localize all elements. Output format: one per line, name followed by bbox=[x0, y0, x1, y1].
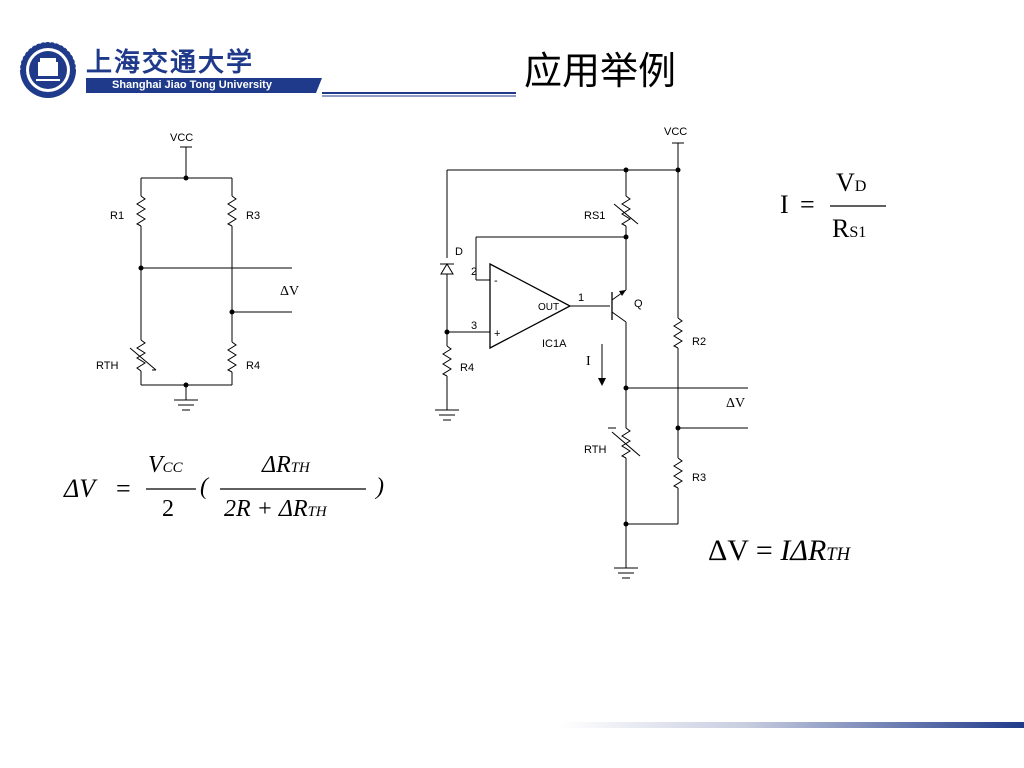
header-graphics bbox=[19, 41, 516, 98]
formula-bridge-lhs: ΔV bbox=[64, 474, 96, 503]
label-vcc2: VCC bbox=[664, 126, 688, 138]
formula-bridge-den2: 2R + ΔRTH bbox=[224, 496, 327, 522]
label-r3: R3 bbox=[246, 210, 261, 222]
formula-result: ΔV = IΔRTH bbox=[708, 534, 851, 567]
resistor-r4b-icon bbox=[441, 345, 452, 377]
university-name-cn: 上海交通大学 bbox=[86, 48, 255, 77]
label-rs1: RS1 bbox=[584, 210, 606, 222]
formula-bridge-eq: = bbox=[116, 474, 131, 503]
label-q: Q bbox=[634, 298, 643, 310]
label-out: OUT bbox=[538, 302, 560, 313]
current-source-circuit bbox=[435, 142, 748, 579]
formula-current-num: VD bbox=[836, 168, 867, 197]
resistor-rs1-icon bbox=[620, 195, 631, 227]
formula-current-lhs: I bbox=[780, 190, 789, 219]
label-delta-v: ΔV bbox=[280, 284, 300, 299]
label-pin1: 1 bbox=[578, 292, 585, 304]
thermistor-rth-icon bbox=[136, 339, 146, 372]
label-r1: R1 bbox=[110, 210, 125, 222]
footer-accent-line bbox=[560, 722, 1024, 728]
label-d: D bbox=[455, 246, 463, 258]
transistor-q-icon bbox=[611, 289, 627, 323]
label-pin2: 2 bbox=[471, 266, 478, 278]
ground3-icon bbox=[435, 409, 459, 421]
formula-bridge-close: ) bbox=[376, 474, 384, 500]
diode-d-icon bbox=[440, 263, 454, 275]
formula-bridge-num2: ΔRTH bbox=[262, 452, 310, 478]
header bbox=[0, 0, 1024, 110]
resistor-r2-icon bbox=[672, 317, 683, 349]
ground2-icon bbox=[614, 567, 638, 579]
bridge-circuit bbox=[129, 146, 292, 411]
university-seal-icon bbox=[19, 41, 77, 98]
formula-current-den: RS1 bbox=[832, 214, 867, 243]
formula-bridge-den: 2 bbox=[162, 496, 174, 522]
formula-bridge-open: ( bbox=[200, 474, 208, 500]
label-pin3: 3 bbox=[471, 320, 478, 332]
label-r4b: R4 bbox=[460, 362, 475, 374]
university-name-en: Shanghai Jiao Tong University bbox=[112, 79, 272, 91]
ground-icon bbox=[174, 399, 198, 411]
slide-title: 应用举例 bbox=[524, 49, 677, 93]
thermistor-rth2-icon bbox=[620, 427, 631, 459]
label-plus: + bbox=[494, 328, 501, 340]
label-minus: - bbox=[494, 275, 498, 287]
formula-bridge-num: VCC bbox=[148, 452, 183, 478]
resistor-r3b-icon bbox=[672, 457, 683, 489]
label-rth2: RTH bbox=[584, 444, 607, 456]
resistor-r1-icon bbox=[135, 195, 146, 227]
label-r4: R4 bbox=[246, 360, 261, 372]
label-ic1a: IC1A bbox=[542, 338, 567, 350]
label-vcc: VCC bbox=[170, 132, 194, 144]
formula-current-eq: = bbox=[800, 190, 815, 219]
header-band bbox=[86, 78, 322, 93]
resistor-r3-icon bbox=[226, 195, 237, 227]
label-r2: R2 bbox=[692, 336, 707, 348]
op-amp-icon bbox=[489, 262, 572, 350]
resistor-r4-icon bbox=[226, 341, 237, 373]
label-current: I bbox=[586, 354, 591, 369]
label-r3b: R3 bbox=[692, 472, 707, 484]
label-delta-v2: ΔV bbox=[726, 396, 746, 411]
label-rth: RTH bbox=[96, 360, 119, 372]
